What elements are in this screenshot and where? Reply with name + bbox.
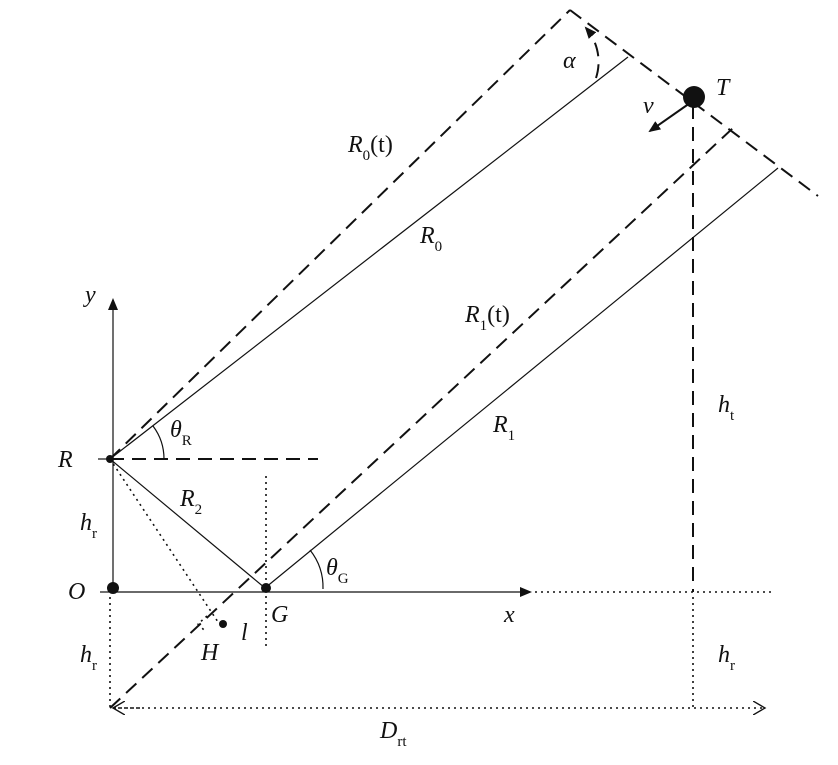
ground-point <box>261 583 271 593</box>
label-x: x <box>503 602 515 628</box>
label-r0: R0 <box>419 223 442 255</box>
label-ht: ht <box>718 392 735 424</box>
label-g: G <box>271 602 288 628</box>
ray-r0 <box>109 56 629 460</box>
label-r2: R2 <box>179 486 202 518</box>
label-o: O <box>68 579 85 605</box>
label-drt: Drt <box>379 718 407 750</box>
theta-r-arc <box>152 425 165 460</box>
target-point <box>683 86 705 108</box>
label-t: T <box>716 75 731 101</box>
velocity-arrow <box>648 102 691 133</box>
theta-g-arc <box>309 549 324 590</box>
origin-point <box>107 582 119 594</box>
label-hr-lower: hr <box>80 642 97 674</box>
label-l: l <box>241 620 248 646</box>
ray-r0t <box>109 9 571 460</box>
label-hr-upper: hr <box>80 510 97 542</box>
label-alpha: α <box>563 48 576 74</box>
ray-r1 <box>264 167 779 589</box>
label-r-point: R <box>57 447 73 473</box>
segment-r2 <box>109 458 266 589</box>
label-r0t: R0(t) <box>347 132 393 164</box>
ray-r1t <box>109 127 734 709</box>
label-h: H <box>200 640 220 666</box>
label-theta-r: θR <box>170 417 192 449</box>
label-v: v <box>643 93 654 119</box>
right-angle-mark <box>196 615 208 633</box>
h-point <box>219 620 227 628</box>
label-r1: R1 <box>492 412 515 444</box>
label-theta-g: θG <box>326 555 349 587</box>
label-r1t: R1(t) <box>464 302 510 334</box>
alpha-arc <box>584 26 600 79</box>
label-y: y <box>83 282 96 308</box>
rh-perpendicular <box>109 458 219 623</box>
label-hr-right: hr <box>718 642 735 674</box>
